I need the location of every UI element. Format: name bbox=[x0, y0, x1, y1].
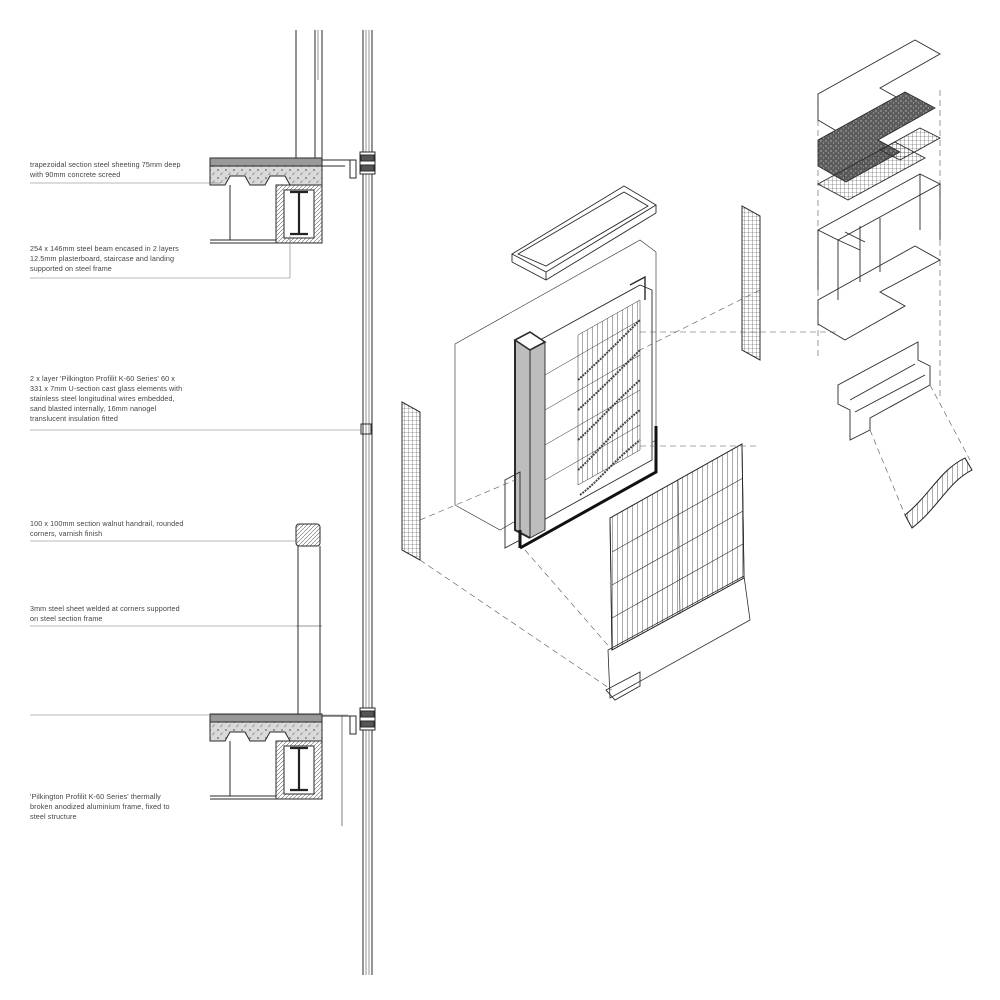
exploded-axonometric bbox=[401, 90, 941, 701]
right-grille bbox=[741, 205, 761, 361]
annotation-line: 331 x 7mm U-section cast glass elements … bbox=[30, 384, 183, 393]
steel-column bbox=[513, 331, 547, 539]
wavy-stair-flight bbox=[904, 457, 973, 529]
annotation-line: translucent insulation fitted bbox=[30, 414, 119, 423]
annotation-line: sand blasted internally, 16mm nanogel bbox=[30, 404, 157, 413]
annotation-sheet: 3mm steel sheet welded at corners suppor… bbox=[30, 604, 180, 624]
annotation-line: corners, varnish finish bbox=[30, 529, 103, 538]
annotation-line: steel structure bbox=[30, 812, 77, 821]
stair-projection bbox=[869, 384, 971, 516]
annotation-screed: trapezoidal section steel sheeting 75mm … bbox=[30, 160, 181, 180]
top-cap bbox=[511, 185, 657, 281]
left-grille bbox=[401, 401, 421, 561]
upper-floor-slab bbox=[209, 157, 355, 244]
annotation-line: 100 x 100mm section walnut handrail, rou… bbox=[30, 519, 184, 528]
annotation-line: 254 x 146mm steel beam encased in 2 laye… bbox=[30, 244, 179, 253]
front-panel bbox=[605, 443, 751, 701]
annotation-line: supported on steel frame bbox=[30, 264, 112, 273]
annotation-line: 2 x layer 'Pilkington Profilit K-60 Seri… bbox=[30, 374, 175, 383]
grated-tread-2 bbox=[879, 127, 941, 161]
section-detail bbox=[30, 30, 376, 975]
annotation-line: 'Pilkington Profilit K-60 Series' therma… bbox=[30, 792, 161, 801]
stringer-piece bbox=[837, 341, 931, 441]
annotation-line: trapezoidal section steel sheeting 75mm … bbox=[30, 160, 181, 169]
annotation-handrail: 100 x 100mm section walnut handrail, rou… bbox=[30, 519, 183, 539]
annotation-line: with 90mm concrete screed bbox=[30, 170, 121, 179]
stair-frame bbox=[817, 173, 941, 300]
top-landing-outline bbox=[817, 39, 941, 137]
leader-lines bbox=[30, 182, 362, 716]
upper-wall bbox=[295, 30, 323, 158]
glass-panels bbox=[539, 284, 653, 523]
annotation-line: on steel section frame bbox=[30, 614, 103, 623]
annotation-frame: 'Pilkington Profilit K-60 Series' therma… bbox=[30, 792, 170, 822]
annotation-line: 3mm steel sheet welded at corners suppor… bbox=[30, 604, 180, 613]
glazing-mullion bbox=[349, 30, 376, 975]
balustrade bbox=[295, 523, 322, 714]
annotation-line: 12.5mm plasterboard, staircase and landi… bbox=[30, 254, 175, 263]
base-plinth bbox=[504, 471, 521, 549]
annotation-line: stainless steel longitudinal wires embed… bbox=[30, 394, 175, 403]
annotation-glass: 2 x layer 'Pilkington Profilit K-60 Seri… bbox=[30, 374, 182, 424]
annotation-line: broken anodized aluminium frame, fixed t… bbox=[30, 802, 170, 811]
stair-components bbox=[817, 39, 973, 529]
annotation-beam: 254 x 146mm steel beam encased in 2 laye… bbox=[30, 244, 179, 274]
lower-floor-slab bbox=[209, 713, 355, 826]
landing-outline bbox=[817, 245, 941, 341]
